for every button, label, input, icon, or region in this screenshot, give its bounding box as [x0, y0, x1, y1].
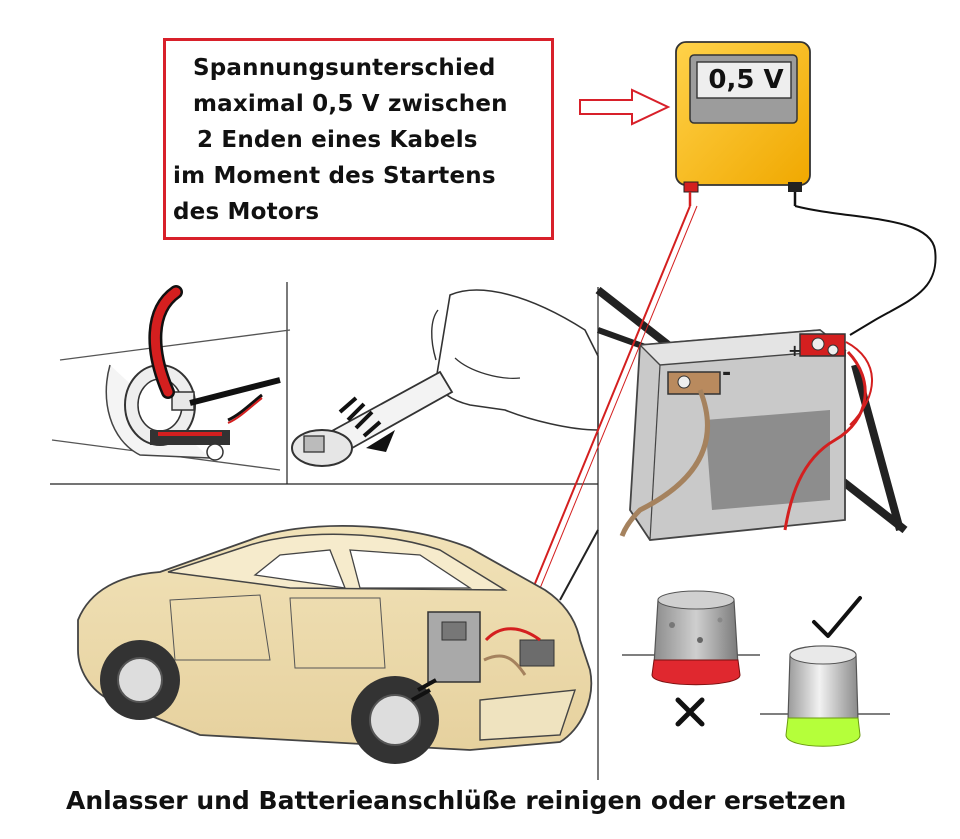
note-line-3: 2 Enden eines Kabels	[197, 127, 478, 153]
battery-icon	[598, 290, 905, 540]
car-icon	[78, 526, 591, 764]
checkmark-icon	[814, 598, 860, 636]
wrench-icon	[292, 290, 598, 466]
note-line-2: maximal 0,5 V zwischen	[193, 91, 508, 117]
starter-motor-icon	[52, 292, 290, 470]
corroded-terminal-icon	[622, 591, 760, 685]
voltage-drop-note: Spannungsunterschied maximal 0,5 V zwisc…	[163, 38, 554, 240]
battery-plus-label: +	[788, 341, 801, 360]
caption: Anlasser und Batterieanschlüße reinigen …	[66, 786, 846, 815]
note-line-1: Spannungsunterschied	[193, 55, 496, 81]
cross-icon	[678, 700, 702, 724]
meter-reading: 0,5 V	[700, 62, 792, 98]
pointer-arrow	[580, 90, 668, 124]
note-line-4: im Moment des Startens	[173, 163, 496, 189]
clean-terminal-icon	[760, 646, 890, 746]
note-line-5: des Motors	[173, 199, 319, 225]
battery-minus-label: -	[722, 361, 731, 386]
